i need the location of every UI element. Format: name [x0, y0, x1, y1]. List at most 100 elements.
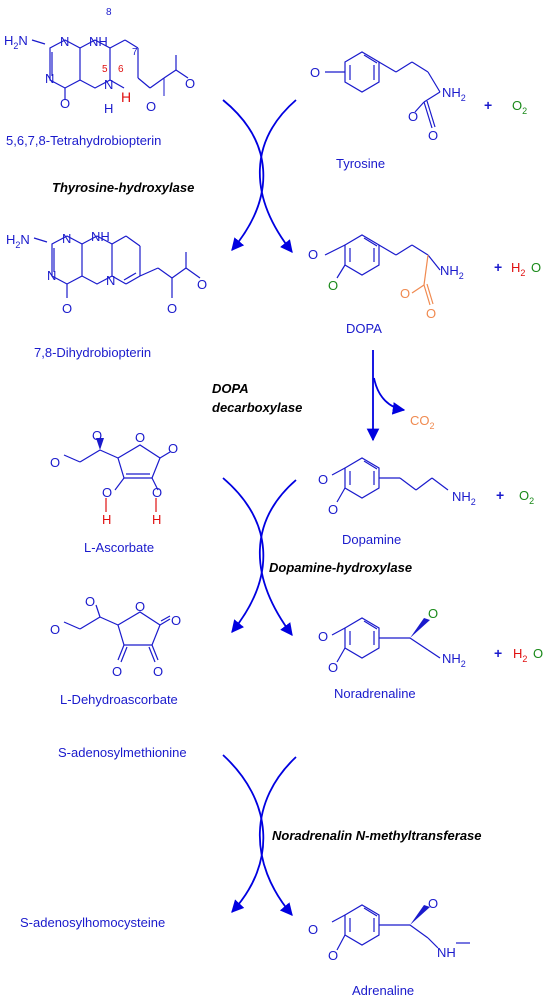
dhb-o4-label: O [62, 301, 72, 316]
pterin-n5-n-label: N [104, 77, 113, 92]
position-7-label: 7 [132, 47, 138, 58]
dha-ring-o-label: O [135, 599, 145, 614]
tyrosine-o-label: O [310, 65, 320, 80]
pterin-n1-label: N [60, 34, 69, 49]
asc-enol-h2-label: H [152, 512, 161, 527]
arrow-biopterin-oxidation [222, 99, 265, 251]
position-6-hydrogen: H [121, 89, 131, 105]
dehydroascorbate-label: L-Dehydroascorbate [60, 692, 178, 707]
dhb-n1-label: N [62, 231, 71, 246]
tetrahydrobiopterin-structure [31, 39, 189, 100]
plus-sign-3: + [496, 487, 504, 503]
arrow-noradrenaline-to-adrenaline [258, 756, 297, 916]
sah-label: S-adenosylhomocysteine [20, 915, 165, 930]
plus-sign-1: + [484, 97, 492, 113]
asc-enol-h1-label: H [102, 512, 111, 527]
oxygen-reactant-1: O2 [512, 98, 527, 116]
water-product-1: H2 [511, 260, 525, 278]
adrenaline-structure [331, 904, 470, 951]
pterin-side-o1-label: O [146, 99, 156, 114]
asc-ring-o-label: O [135, 430, 145, 445]
arrow-ascorbate-oxidation [222, 477, 265, 633]
dehydroascorbate-structure [63, 604, 171, 663]
dhb-n5-label: N [106, 273, 115, 288]
plus-sign-2: + [494, 259, 502, 275]
tyrosine-structure [325, 51, 441, 129]
tyrosine-carboxyl-o1-label: O [408, 109, 418, 124]
enzyme-dopa-decarboxylase-line1: DOPA [212, 381, 249, 396]
dopamine-o1-label: O [318, 472, 328, 487]
dhb-side-o2-label: O [197, 277, 207, 292]
dhb-nh2-label: H2N [6, 232, 30, 250]
enzyme-tyrosine-hydroxylase: Thyrosine-hydroxylase [52, 180, 194, 195]
ascorbate-structure [63, 438, 171, 512]
noradrenaline-o1-label: O [318, 629, 328, 644]
water-product-1-o: O [531, 260, 541, 275]
dha-carbonyl-o1-label: O [171, 613, 181, 628]
water-product-2-o: O [533, 646, 543, 661]
asc-carbonyl-o-label: O [168, 441, 178, 456]
dopamine-nh2-label: NH2 [452, 489, 476, 507]
enzyme-dopamine-hydroxylase: Dopamine-hydroxylase [269, 560, 412, 575]
dihydrobiopterin-structure [33, 235, 201, 298]
dihydrobiopterin-label: 7,8-Dihydrobiopterin [34, 345, 151, 360]
dopa-structure [324, 234, 441, 306]
pterin-o4-label: O [60, 96, 70, 111]
dhb-side-o1-label: O [167, 301, 177, 316]
dha-side-o2-label: O [50, 622, 60, 637]
adrenaline-o2-label: O [328, 948, 338, 963]
noradrenaline-label: Noradrenaline [334, 686, 416, 701]
adrenaline-label: Adrenaline [352, 983, 414, 998]
dopa-label: DOPA [346, 321, 382, 336]
dopamine-o2-label: O [328, 502, 338, 517]
adrenaline-oh-label: O [428, 896, 438, 911]
sam-label: S-adenosylmethionine [58, 745, 187, 760]
position-8-label: 8 [106, 7, 112, 18]
dopa-nh2-label: NH2 [440, 263, 464, 281]
noradrenaline-nh2-label: NH2 [442, 651, 466, 669]
ascorbate-label: L-Ascorbate [84, 540, 154, 555]
dha-side-o1-label: O [85, 594, 95, 609]
asc-enol-o2-label: O [152, 485, 162, 500]
carbon-dioxide-product: CO2 [410, 413, 435, 431]
pterin-n8-nh-label: NH [89, 34, 108, 49]
arrow-sam-to-sah [222, 754, 265, 913]
enzyme-dopa-decarboxylase-line2: decarboxylase [212, 400, 302, 415]
arrow-dopamine-to-noradrenaline [258, 479, 297, 637]
pterin-nh2-label: H2N [4, 33, 28, 51]
adrenaline-nh-label: NH [437, 945, 456, 960]
oxygen-reactant-2: O2 [519, 488, 534, 506]
plus-sign-4: + [494, 645, 502, 661]
dhb-nh-label: NH [91, 229, 110, 244]
dopa-carboxyl-o1-label: O [400, 286, 410, 301]
tyrosine-carboxyl-o2-label: O [428, 128, 438, 143]
tyrosine-nh2-label: NH2 [442, 85, 466, 103]
enzyme-pnmt: Noradrenalin N-methyltransferase [272, 828, 482, 843]
dopa-o2-label: O [328, 278, 338, 293]
position-5-label: 5 [102, 64, 108, 75]
noradrenaline-o2-label: O [328, 660, 338, 675]
arrow-tyrosine-to-dopa [258, 99, 297, 253]
dhb-n3-label: N [47, 268, 56, 283]
tetrahydrobiopterin-label: 5,6,7,8-Tetrahydrobiopterin [6, 133, 161, 148]
dopamine-structure [331, 457, 449, 503]
dopa-carboxyl-o2-label: O [426, 306, 436, 321]
tyrosine-label: Tyrosine [336, 156, 385, 171]
asc-side-o1-label: O [92, 428, 102, 443]
position-6-label: 6 [118, 64, 124, 75]
noradrenaline-oh-label: O [428, 606, 438, 621]
dha-carbonyl-o3-label: O [153, 664, 163, 679]
noradrenaline-structure [331, 617, 441, 663]
dopamine-label: Dopamine [342, 532, 401, 547]
asc-side-o2-label: O [50, 455, 60, 470]
arrow-co2-release [373, 377, 406, 415]
dha-carbonyl-o2-label: O [112, 664, 122, 679]
asc-enol-o1-label: O [102, 485, 112, 500]
adrenaline-wedge-bond [410, 905, 430, 925]
dopa-o1-label: O [308, 247, 318, 262]
water-product-2: H2 [513, 646, 527, 664]
pterin-side-o2-label: O [185, 76, 195, 91]
adrenaline-o1-label: O [308, 922, 318, 937]
pterin-n3-label: N [45, 71, 54, 86]
